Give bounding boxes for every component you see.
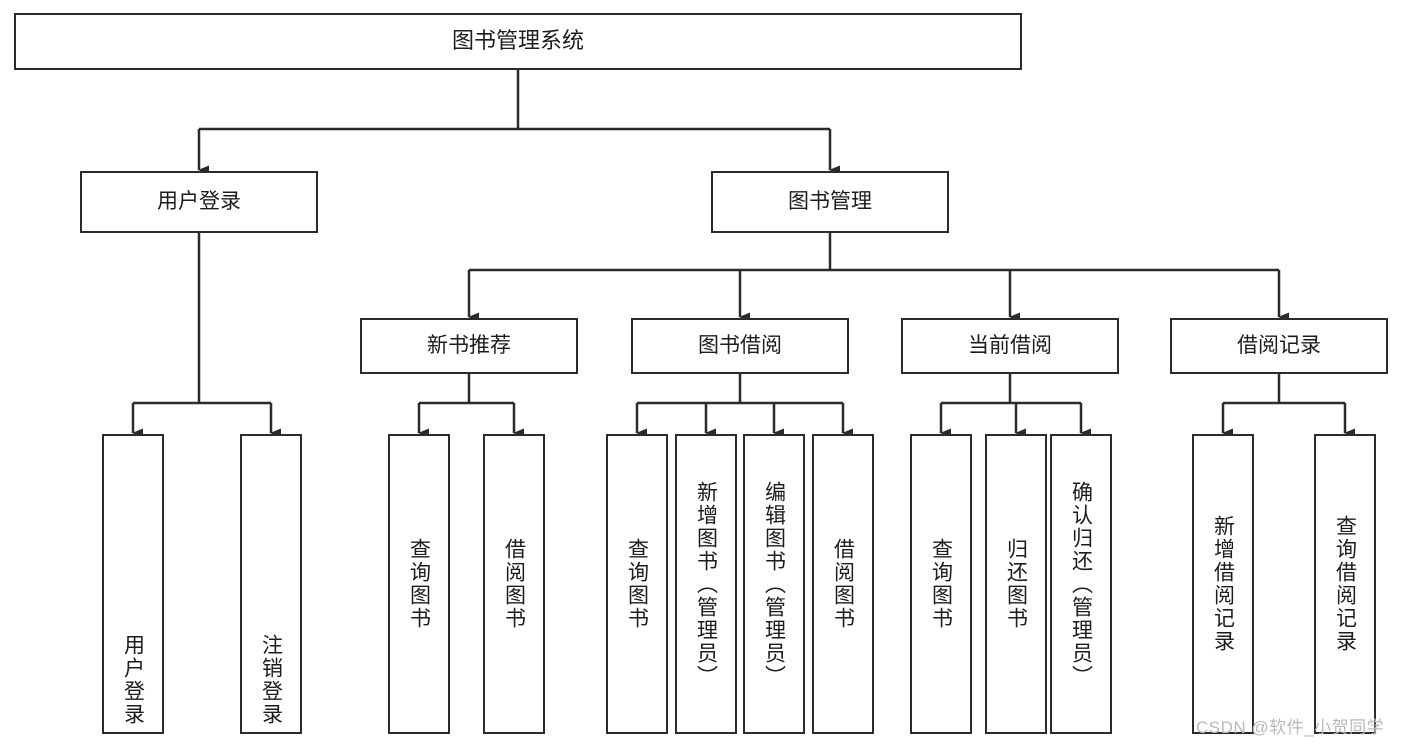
node-label: 查询图书 bbox=[625, 538, 649, 630]
node-leaf-query-record[interactable]: 查询借阅记录 bbox=[1314, 434, 1376, 734]
node-label: 新书推荐 bbox=[427, 334, 511, 358]
node-leaf-borrow-book-1[interactable]: 借阅图书 bbox=[483, 434, 545, 734]
node-root[interactable]: 图书管理系统 bbox=[14, 13, 1022, 70]
node-leaf-user-login[interactable]: 用户登录 bbox=[102, 434, 164, 734]
node-leaf-add-book[interactable]: 新增图书（管理员） bbox=[675, 434, 737, 734]
node-leaf-borrow-book-2[interactable]: 借阅图书 bbox=[812, 434, 874, 734]
node-label: 确认归还（管理员） bbox=[1069, 480, 1093, 688]
node-book-borrow[interactable]: 图书借阅 bbox=[631, 318, 849, 374]
node-current-borrow[interactable]: 当前借阅 bbox=[901, 318, 1119, 374]
edge-group bbox=[131, 70, 1355, 438]
node-leaf-confirm-return[interactable]: 确认归还（管理员） bbox=[1050, 434, 1112, 734]
node-label: 图书管理 bbox=[788, 190, 872, 214]
node-book-manage[interactable]: 图书管理 bbox=[711, 171, 949, 233]
node-label: 查询图书 bbox=[407, 538, 431, 630]
node-label: 图书借阅 bbox=[698, 334, 782, 358]
node-label: 新增图书（管理员） bbox=[694, 480, 718, 688]
node-label: 用户登录 bbox=[121, 634, 145, 726]
node-label: 编辑图书（管理员） bbox=[762, 480, 786, 688]
node-new-book-recommend[interactable]: 新书推荐 bbox=[360, 318, 578, 374]
node-label: 查询借阅记录 bbox=[1333, 515, 1357, 653]
node-leaf-query-book-1[interactable]: 查询图书 bbox=[388, 434, 450, 734]
node-label: 新增借阅记录 bbox=[1211, 515, 1235, 653]
node-leaf-logout[interactable]: 注销登录 bbox=[240, 434, 302, 734]
node-label: 归还图书 bbox=[1004, 538, 1028, 630]
node-label: 借阅图书 bbox=[502, 538, 526, 630]
node-label: 图书管理系统 bbox=[451, 28, 584, 54]
node-borrow-record[interactable]: 借阅记录 bbox=[1170, 318, 1388, 374]
node-leaf-edit-book[interactable]: 编辑图书（管理员） bbox=[743, 434, 805, 734]
node-label: 用户登录 bbox=[157, 190, 241, 214]
node-leaf-query-book-3[interactable]: 查询图书 bbox=[910, 434, 972, 734]
node-leaf-query-book-2[interactable]: 查询图书 bbox=[606, 434, 668, 734]
node-label: 当前借阅 bbox=[968, 334, 1052, 358]
node-label: 查询图书 bbox=[929, 538, 953, 630]
node-label: 借阅图书 bbox=[831, 538, 855, 630]
node-label: 注销登录 bbox=[259, 634, 283, 726]
node-leaf-return-book[interactable]: 归还图书 bbox=[985, 434, 1047, 734]
node-user-login[interactable]: 用户登录 bbox=[80, 171, 318, 233]
node-leaf-add-record[interactable]: 新增借阅记录 bbox=[1192, 434, 1254, 734]
node-label: 借阅记录 bbox=[1237, 334, 1321, 358]
